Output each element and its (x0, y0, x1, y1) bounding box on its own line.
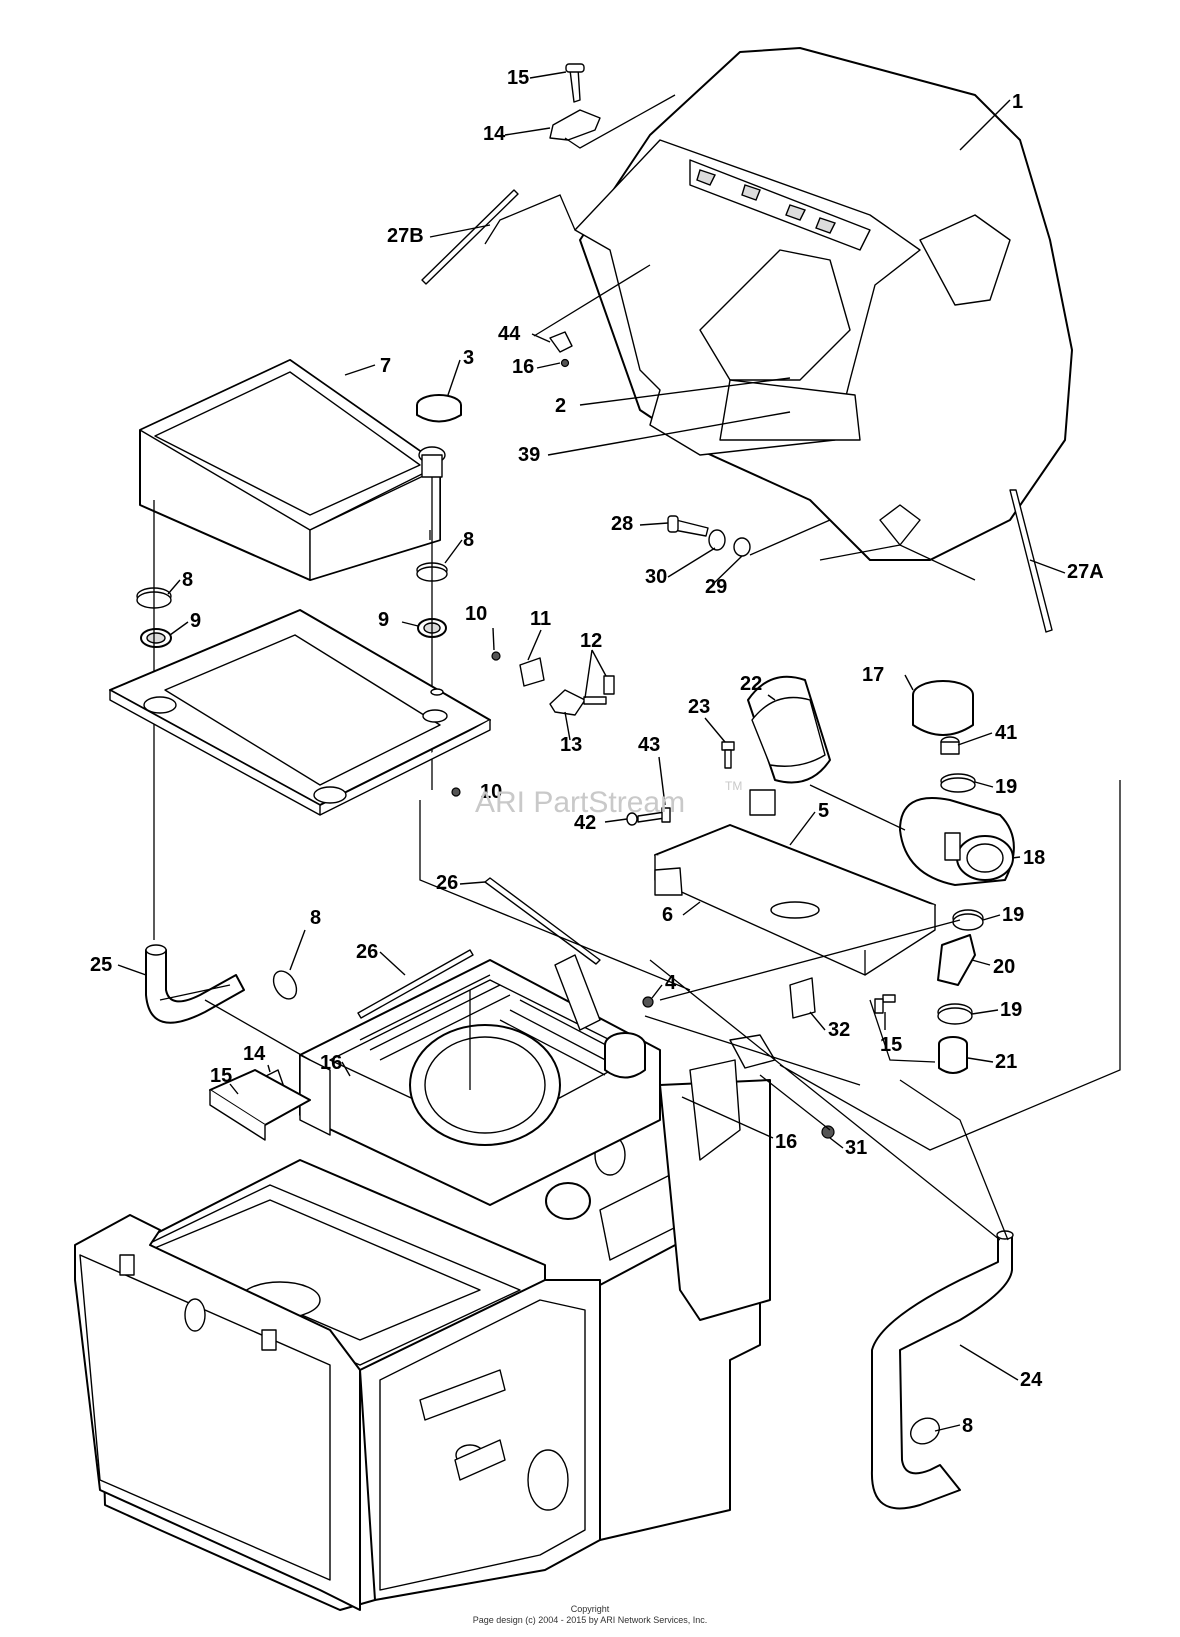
callout-15-b[interactable]: 15 (210, 1065, 232, 1087)
part-24-hose[interactable] (870, 1230, 1014, 1510)
callout-20[interactable]: 20 (993, 956, 1015, 978)
callout-21[interactable]: 21 (995, 1051, 1017, 1073)
callout-11[interactable]: 11 (530, 608, 551, 630)
callout-7[interactable]: 7 (380, 355, 391, 377)
callout-43[interactable]: 43 (638, 734, 660, 756)
callout-16-a[interactable]: 16 (512, 356, 534, 378)
callout-42[interactable]: 42 (574, 812, 596, 834)
part-26-strip-a[interactable] (484, 877, 601, 965)
callout-27a[interactable]: 27A (1067, 561, 1104, 583)
part-27b-strip[interactable] (421, 189, 519, 285)
callout-22[interactable]: 22 (740, 673, 762, 695)
callout-10-a[interactable]: 10 (465, 603, 487, 625)
callout-13[interactable]: 13 (560, 734, 582, 756)
part-22-strap[interactable] (747, 675, 831, 816)
part-11-latch[interactable] (491, 651, 545, 687)
part-1-hood[interactable] (574, 47, 1073, 561)
part-15-bolt-right[interactable] (874, 994, 896, 1014)
callout-18[interactable]: 18 (1023, 847, 1045, 869)
part-21-sleeve[interactable] (938, 1036, 968, 1074)
callout-25[interactable]: 25 (90, 954, 112, 976)
callout-9-b[interactable]: 9 (378, 609, 389, 631)
callout-29[interactable]: 29 (705, 576, 727, 598)
part-41-fitting[interactable] (940, 736, 960, 755)
callout-16-b[interactable]: 16 (320, 1052, 342, 1074)
part-19-clamp-c[interactable] (937, 1003, 973, 1025)
callout-14-b[interactable]: 14 (243, 1043, 266, 1065)
callout-30[interactable]: 30 (645, 566, 667, 588)
callout-5[interactable]: 5 (818, 800, 829, 822)
part-9-grommet-left[interactable] (140, 628, 172, 648)
callout-9-a[interactable]: 9 (190, 610, 201, 632)
part-23-bolt[interactable] (721, 741, 735, 769)
copyright-heading: Copyright (570, 1604, 610, 1614)
chassis-frame (74, 1034, 776, 1611)
callout-27b[interactable]: 27B (387, 225, 424, 247)
part-7-tank[interactable] (139, 359, 446, 581)
callout-8-d[interactable]: 8 (962, 1415, 973, 1437)
part-3-cap[interactable] (416, 394, 462, 423)
callout-31[interactable]: 31 (845, 1137, 867, 1159)
part-20-elbow[interactable] (937, 934, 976, 986)
part-25-hose[interactable] (145, 944, 245, 1024)
callout-1[interactable]: 1 (1012, 91, 1023, 113)
part-44-bracket[interactable] (549, 331, 573, 368)
callout-8-a[interactable]: 8 (182, 569, 193, 591)
callout-4[interactable]: 4 (665, 972, 677, 994)
callout-8-c[interactable]: 8 (310, 907, 321, 929)
callout-44[interactable]: 44 (498, 323, 521, 345)
callout-2[interactable]: 2 (555, 395, 566, 417)
callout-10-b[interactable]: 10 (480, 781, 502, 803)
callout-6[interactable]: 6 (662, 904, 673, 926)
callout-15-c[interactable]: 15 (880, 1034, 902, 1056)
callout-12[interactable]: 12 (580, 630, 602, 652)
part-31-nut[interactable] (821, 1125, 835, 1139)
callout-14-a[interactable]: 14 (483, 123, 506, 145)
part-8-clamp-hose-right[interactable] (906, 1413, 944, 1449)
callout-19-a[interactable]: 19 (995, 776, 1017, 798)
part-42-43-bolt[interactable] (626, 807, 671, 826)
callout-17[interactable]: 17 (862, 664, 884, 686)
part-18-air-cleaner[interactable] (899, 797, 1015, 886)
callout-19-c[interactable]: 19 (1000, 999, 1022, 1021)
callout-8-b[interactable]: 8 (463, 529, 474, 551)
part-19-clamp-a[interactable] (940, 773, 976, 793)
watermark-tm: TM (725, 779, 742, 793)
callout-26-b[interactable]: 26 (356, 941, 378, 963)
part-10-nut[interactable] (451, 787, 461, 797)
callout-labels: 1 2 3 4 5 6 7 8 8 8 8 9 9 10 10 11 12 13… (90, 67, 1104, 1437)
watermark-text: ARI PartStream (475, 786, 685, 819)
callout-39[interactable]: 39 (518, 444, 540, 466)
watermark: ARI PartStream TM (475, 779, 742, 819)
callout-32[interactable]: 32 (828, 1019, 850, 1041)
part-28-30-29-hardware[interactable] (667, 515, 751, 557)
part-5-tray[interactable] (654, 824, 936, 976)
callout-19-b[interactable]: 19 (1002, 904, 1024, 926)
callout-3[interactable]: 3 (463, 347, 474, 369)
part-4-nut[interactable] (642, 996, 654, 1008)
callout-24[interactable]: 24 (1020, 1369, 1043, 1391)
callout-41[interactable]: 41 (995, 722, 1017, 744)
callout-15-a[interactable]: 15 (507, 67, 529, 89)
engine-fan-assembly (209, 954, 661, 1206)
part-13-bracket[interactable] (549, 675, 615, 716)
part-8-clamp-hose-left[interactable] (269, 967, 301, 1003)
callout-23[interactable]: 23 (688, 696, 710, 718)
mounting-plate[interactable] (109, 609, 491, 816)
part-26-strip-b[interactable] (357, 949, 474, 1019)
copyright-line: Page design (c) 2004 - 2015 by ARI Netwo… (472, 1615, 708, 1625)
callout-26-a[interactable]: 26 (436, 872, 458, 894)
callout-28[interactable]: 28 (611, 513, 633, 535)
connection-lines (159, 94, 1121, 1241)
part-14-bracket-top[interactable] (549, 63, 601, 141)
part-17-cover[interactable] (912, 680, 974, 736)
callout-16-c[interactable]: 16 (775, 1131, 797, 1153)
callout-leaders (117, 71, 1066, 1432)
part-32-plate[interactable] (789, 977, 816, 1019)
